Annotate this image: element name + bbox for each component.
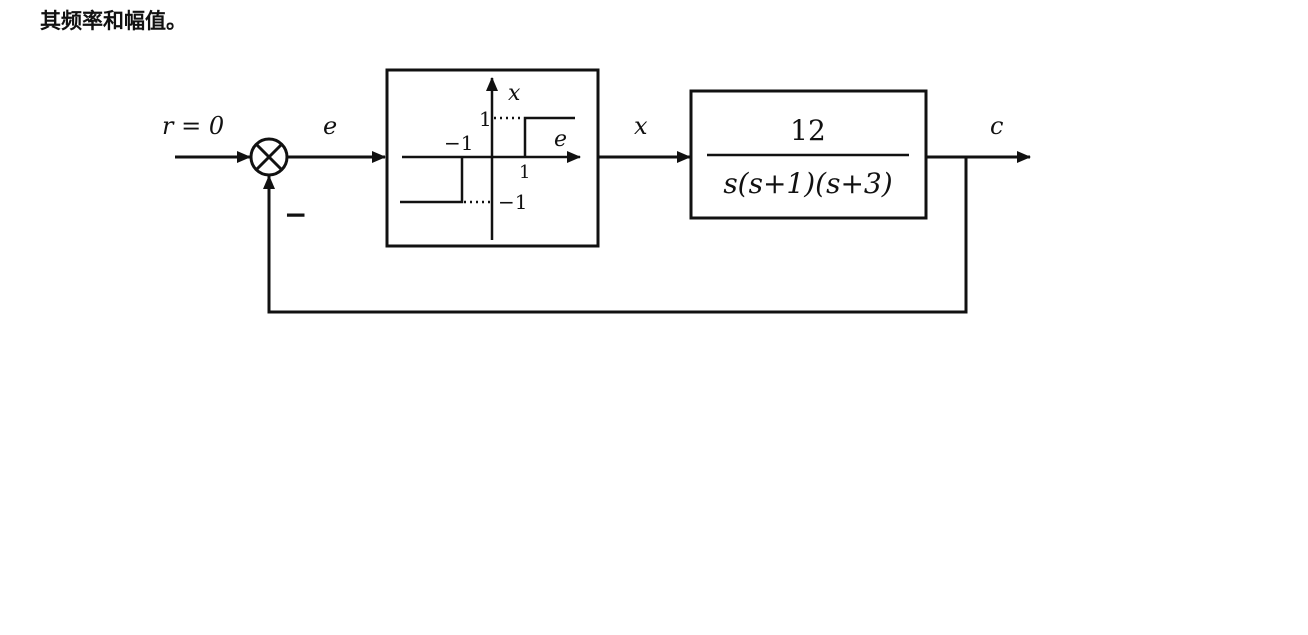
caption-text: 其频率和幅值。 [40,9,187,33]
plant-block: 12 s(s+1)(s+3) [689,89,928,220]
nl-tick-pos-x: 1 [519,162,530,183]
nonlinear-output-label: x [634,112,648,140]
nl-tick-neg-x: −1 [444,131,473,155]
nl-characteristic-positive [523,116,575,157]
nl-characteristic-negative [400,157,464,204]
plant-numerator: 12 [790,114,826,147]
output-label: c [990,112,1003,140]
feedback-sign: − [284,198,307,231]
nl-axis-x-label: e [554,127,567,152]
nl-tick-neg-y: −1 [498,190,527,214]
nl-tick-pos-y: 1 [479,107,492,131]
feedback-path [263,157,968,314]
summing-junction [249,137,289,177]
error-label: e [323,112,337,140]
nl-axis-y-label: x [508,81,521,106]
nonlinear-block: x e 1 −1 1 −1 [385,68,600,248]
input-label: r = 0 [162,112,224,140]
plant-denominator: s(s+1)(s+3) [723,167,892,200]
